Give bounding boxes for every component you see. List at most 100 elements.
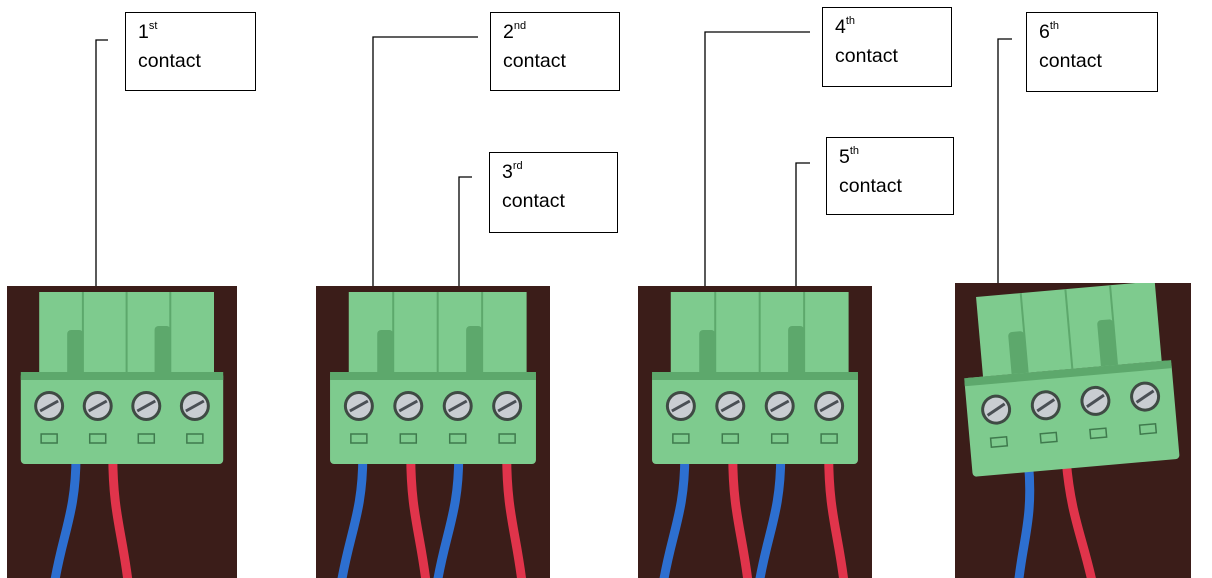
connector-body-edge	[20, 372, 224, 380]
latch-tab	[377, 330, 394, 376]
latch-tab	[466, 326, 483, 376]
screw-slot	[497, 399, 517, 413]
callout-word: contact	[502, 190, 565, 212]
wire-port	[989, 436, 1009, 448]
wire-red	[406, 451, 431, 578]
callout-word: contact	[1039, 50, 1102, 72]
leader-line-2	[372, 36, 478, 286]
connector-body-edge	[652, 372, 858, 380]
connector-illustration	[7, 286, 237, 578]
callout-contact-4: 4th contact	[822, 7, 952, 87]
wire-red	[1061, 456, 1098, 578]
connector-photo-4	[955, 283, 1191, 578]
wire-port	[820, 433, 838, 444]
wire-port	[1138, 422, 1158, 435]
wire-port	[672, 433, 690, 444]
callout-contact-5: 5th contact	[826, 137, 954, 215]
screw-slot	[349, 399, 369, 413]
connector-body	[964, 360, 1180, 477]
latch-tab	[154, 326, 171, 376]
screw-slot	[447, 399, 468, 413]
leader-line-3	[458, 176, 472, 286]
wire-port	[350, 433, 368, 444]
wire-port	[88, 433, 107, 444]
connector-rib	[1109, 285, 1119, 366]
connector-illustration	[638, 286, 872, 578]
latch-tab	[699, 330, 716, 376]
screw-slot	[136, 399, 157, 413]
latch-tab	[1008, 331, 1028, 378]
leader-line-4	[704, 31, 810, 286]
connector-photo-2	[316, 286, 550, 578]
screw-slot	[769, 399, 790, 413]
wire-blue	[755, 451, 786, 578]
screw-slot	[819, 399, 839, 413]
callout-number: 4th	[835, 15, 856, 39]
connector-body	[330, 372, 536, 464]
callout-number: 6th	[1039, 20, 1060, 44]
callout-contact-6: 6th contact	[1026, 12, 1158, 92]
connector-group	[330, 292, 536, 578]
connector-rib	[1064, 289, 1074, 369]
callout-contact-1: 1st contact	[125, 12, 256, 91]
wire-blue	[50, 451, 81, 578]
leader-line-1	[95, 39, 108, 286]
connector-rib	[1019, 292, 1029, 373]
connector-photo-3	[638, 286, 872, 578]
wire-red	[728, 451, 753, 578]
wire-port	[186, 433, 204, 444]
wire-port	[448, 433, 467, 444]
callout-contact-3: 3rd contact	[489, 152, 618, 233]
connector-body	[20, 372, 224, 464]
callout-number: 5th	[839, 145, 860, 169]
wire-blue	[337, 451, 368, 578]
callout-number: 3rd	[502, 160, 523, 184]
wire-port	[137, 433, 156, 444]
screw-slot	[1135, 389, 1155, 404]
connector-illustration	[955, 283, 1191, 578]
wire-port	[1039, 431, 1058, 444]
connector-group	[964, 283, 1180, 578]
connector-body-edge	[330, 372, 536, 380]
screw-slot	[87, 399, 108, 413]
callout-word: contact	[138, 50, 201, 72]
wire-port	[1089, 427, 1108, 440]
leader-line-6	[997, 38, 1012, 283]
screw-slot	[398, 399, 419, 413]
wire-red	[824, 451, 849, 578]
wire-blue	[433, 451, 464, 578]
wire-red	[502, 451, 527, 578]
screw-slot	[720, 399, 741, 413]
wire-port	[721, 433, 740, 444]
connector-body-edge	[964, 360, 1172, 387]
latch-tab	[788, 326, 805, 376]
connector-group	[652, 292, 858, 578]
connector-photo-1	[7, 286, 237, 578]
connector-body	[652, 372, 858, 464]
connector-illustration	[316, 286, 550, 578]
callout-word: contact	[835, 45, 898, 67]
callout-number: 1st	[138, 20, 158, 44]
latch-tab	[67, 330, 84, 376]
screw-slot	[671, 399, 691, 413]
callout-contact-2: 2nd contact	[490, 12, 620, 91]
leader-line-5	[795, 162, 810, 286]
wire-port	[40, 433, 58, 444]
screw-slot	[986, 402, 1006, 417]
latch-tab	[1097, 319, 1117, 370]
connector-group	[20, 292, 224, 578]
callout-word: contact	[839, 175, 902, 197]
callout-word: contact	[503, 50, 566, 72]
wire-red	[108, 451, 133, 578]
screw-slot	[1036, 398, 1056, 413]
screw-slot	[185, 399, 205, 413]
wire-blue	[659, 451, 690, 578]
wire-port	[399, 433, 418, 444]
wire-port	[498, 433, 516, 444]
callout-number: 2nd	[503, 20, 527, 44]
screw-slot	[1086, 393, 1105, 408]
screw-slot	[39, 399, 59, 413]
wire-port	[770, 433, 789, 444]
